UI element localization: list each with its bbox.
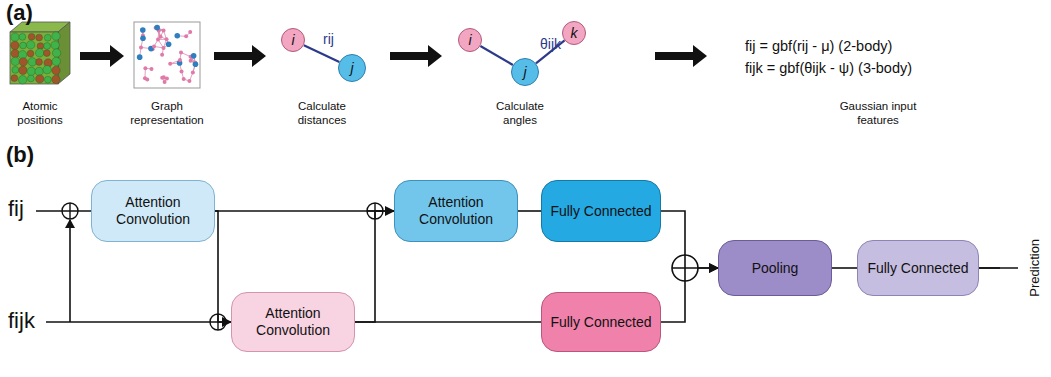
atom-circle: j (511, 58, 539, 86)
process-box: Attention Convolution (91, 180, 215, 242)
node-text: Attention Convolution (100, 194, 206, 228)
connector (215, 211, 231, 322)
node-text: i (291, 32, 294, 48)
node-text: Fully Connected (867, 260, 968, 277)
atom-circle: k (562, 21, 586, 45)
process-box: Fully Connected (541, 292, 661, 352)
node-text: j (350, 60, 353, 76)
connector (518, 210, 541, 212)
formula: fijk = gbf(θijk - ψ) (3-body) (745, 60, 912, 76)
big-sum-symbol (672, 255, 698, 281)
connector (355, 321, 541, 323)
process-box: Fully Connected (857, 240, 978, 296)
node-text: Attention Convolution (240, 305, 346, 339)
node-text: Attention Convolution (403, 194, 509, 228)
step-caption: Calculate distances (282, 100, 362, 128)
panel-label: (a) (6, 0, 33, 26)
node-text: i (468, 32, 471, 48)
node-text: Fully Connected (550, 203, 651, 220)
formula: fij = gbf(rij - μ) (2-body) (745, 38, 892, 54)
connector (480, 46, 513, 65)
node-text: k (571, 25, 578, 41)
angle-label: θijk (540, 36, 561, 52)
connector (832, 267, 857, 269)
atom-circle: j (338, 54, 366, 82)
process-box: Attention Convolution (231, 292, 355, 352)
atom-circle: i (458, 28, 482, 52)
panel-label: (b) (6, 142, 34, 168)
atom-cube (10, 22, 70, 84)
step-caption: Graph representation (122, 100, 212, 128)
process-box: Attention Convolution (394, 180, 518, 242)
process-box: Pooling (718, 240, 832, 296)
connector (215, 210, 394, 212)
edge-label: rij (323, 31, 334, 47)
process-box: Fully Connected (541, 180, 661, 242)
step-caption: Gaussian input features (833, 100, 923, 128)
node-text: Fully Connected (550, 314, 651, 331)
connector (355, 211, 394, 322)
graph-image (134, 22, 200, 88)
step-caption: Atomic positions (0, 100, 80, 128)
input-label: fijk (8, 308, 35, 334)
atom-circle: i (281, 28, 305, 52)
input-label: fij (8, 196, 24, 222)
step-caption: Calculate angles (480, 100, 560, 128)
node-text: Pooling (752, 260, 799, 277)
arrow-heads (65, 219, 75, 228)
output-label: Prediction (1027, 239, 1043, 297)
connector (304, 45, 340, 62)
node-text: j (523, 64, 526, 80)
